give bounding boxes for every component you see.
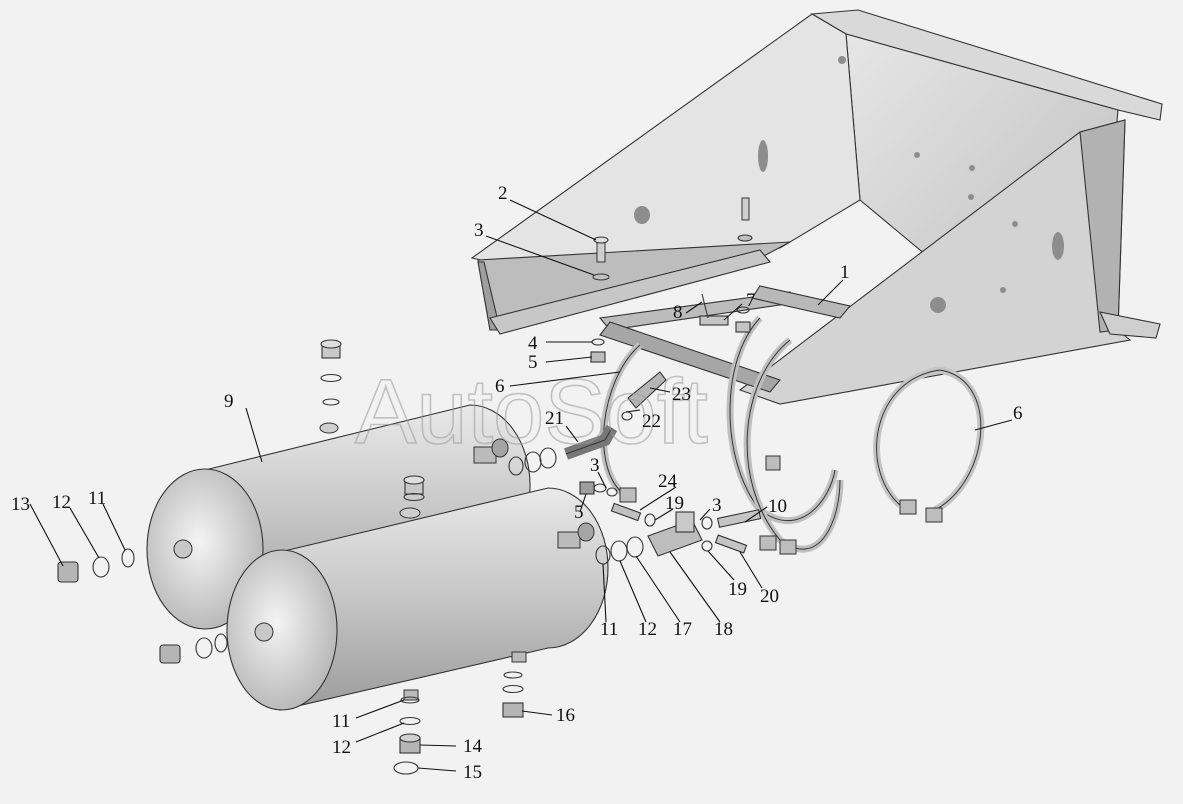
callout-3-mid: 3 bbox=[590, 455, 600, 476]
clamp-ends bbox=[619, 455, 943, 555]
callout-19-lower: 19 bbox=[728, 579, 747, 600]
watermark-text: AutoSoft bbox=[355, 361, 708, 463]
callout-4: 4 bbox=[528, 333, 538, 354]
callout-3-right: 3 bbox=[712, 495, 722, 516]
callout-12: 12 bbox=[52, 492, 71, 513]
callout-8: 8 bbox=[673, 302, 683, 323]
air-tank-lower bbox=[226, 487, 609, 711]
callout-11-right: 11 bbox=[600, 619, 618, 640]
callout-15: 15 bbox=[463, 762, 482, 783]
callout-6-right: 6 bbox=[1013, 403, 1023, 424]
fittings-and-seals bbox=[57, 293, 762, 775]
callout-22: 22 bbox=[642, 411, 661, 432]
callout-labels: 2 3 1 4 5 6 7 8 21 22 23 9 6 24 3 5 3 19… bbox=[11, 183, 1023, 783]
bracket-frame bbox=[470, 9, 1163, 405]
callout-13: 13 bbox=[11, 494, 30, 515]
callout-5: 5 bbox=[528, 352, 538, 373]
callout-3: 3 bbox=[474, 220, 484, 241]
leader-lines bbox=[29, 199, 1013, 772]
callout-2: 2 bbox=[498, 183, 508, 204]
callout-17: 17 bbox=[673, 619, 692, 640]
callout-11-bottom: 11 bbox=[332, 711, 350, 732]
callout-19: 19 bbox=[665, 493, 684, 514]
callout-9: 9 bbox=[224, 391, 234, 412]
callout-10: 10 bbox=[768, 496, 787, 517]
callout-18: 18 bbox=[714, 619, 733, 640]
callout-23: 23 bbox=[672, 384, 691, 405]
callout-11: 11 bbox=[88, 488, 106, 509]
callout-14: 14 bbox=[463, 736, 483, 757]
callout-24: 24 bbox=[658, 471, 678, 492]
callout-20: 20 bbox=[760, 586, 779, 607]
callout-12-right: 12 bbox=[638, 619, 657, 640]
callout-16: 16 bbox=[556, 705, 575, 726]
callout-21: 21 bbox=[545, 408, 564, 429]
callout-1: 1 bbox=[840, 262, 850, 283]
callout-7: 7 bbox=[746, 290, 756, 311]
callout-12-bottom: 12 bbox=[332, 737, 351, 758]
clamp-straps bbox=[600, 315, 985, 553]
callout-6: 6 bbox=[495, 376, 505, 397]
callout-5-mid: 5 bbox=[574, 502, 584, 523]
